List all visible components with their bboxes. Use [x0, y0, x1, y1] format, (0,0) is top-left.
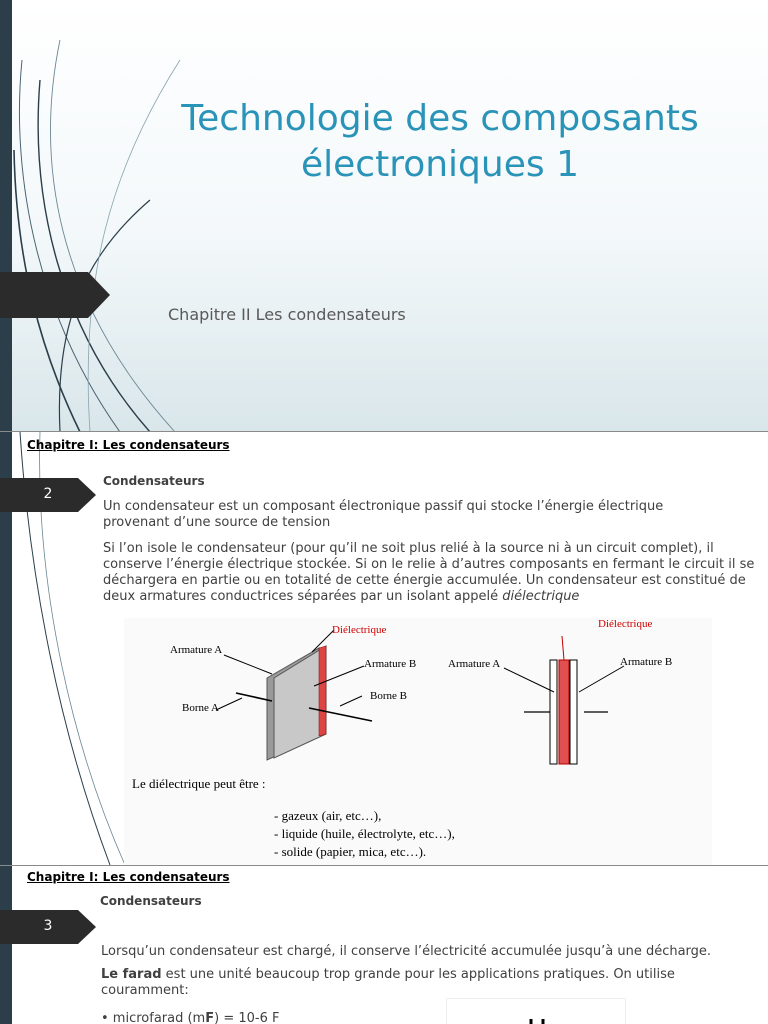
dielectric-type-gas: - gazeux (air, etc…),	[274, 808, 382, 823]
decorative-curves	[13, 39, 181, 432]
dielectric-type-solid: - solide (papier, mica, etc…).	[274, 844, 427, 859]
left-accent-bar	[0, 0, 12, 432]
dielectric-edge	[318, 645, 327, 737]
paragraph-definition: Un condensateur est un composant électro…	[103, 499, 664, 530]
section-title: Condensateurs	[103, 474, 205, 488]
capacitor-figure: Diélectrique Armature A Armature B Borne…	[124, 618, 712, 865]
label-dielectrique-right: Diélectrique	[598, 618, 653, 630]
title-arrow-tab	[0, 272, 110, 318]
slide-number: 3	[43, 918, 53, 934]
slide-number: 2	[43, 486, 53, 502]
paragraph-farad: Le farad est une unité beaucoup trop gra…	[101, 967, 675, 998]
slide-number-tab	[0, 910, 96, 944]
section-title: Condensateurs	[100, 894, 202, 908]
slide-2: Chapitre I: Les condensateurs 2 Condensa…	[0, 432, 768, 865]
paragraph-charge: Lorsqu’un condensateur est chargé, il co…	[101, 944, 712, 959]
left-accent-bar	[0, 432, 12, 865]
paragraph-isolation: Si l’on isole le condensateur (pour qu’i…	[103, 541, 755, 604]
slide-3: Chapitre I: Les condensateurs Condensate…	[0, 866, 768, 1024]
dielectric-term: diélectrique	[502, 589, 580, 604]
label-borne-b: Borne B	[370, 690, 407, 702]
farad-term: Le farad	[101, 967, 162, 982]
title-slide: Technologie des composants électroniques…	[0, 0, 768, 432]
subtitle: Chapitre II Les condensateurs	[168, 305, 406, 324]
bullet-microfarad: • microfarad (mF) = 10-6 F	[101, 1011, 280, 1024]
label-borne-a: Borne A	[182, 702, 219, 714]
label-armature-b-left: Armature B	[364, 658, 417, 670]
slide-number-tab	[0, 478, 96, 512]
dielectric-intro: Le diélectrique peut être :	[132, 776, 266, 791]
dielectric-layer	[558, 659, 570, 765]
label-armature-a-left: Armature A	[170, 644, 223, 656]
armature-b-plate	[273, 645, 327, 759]
dielectric-type-liquid: - liquide (huile, électrolyte, etc…),	[274, 826, 455, 841]
page-title: Technologie des composants électroniques…	[181, 98, 699, 185]
label-armature-b-right: Armature B	[620, 656, 673, 668]
capacitor-diagram	[215, 629, 625, 765]
slide-header: Chapitre I: Les condensateurs	[27, 438, 230, 452]
capacitor-symbol	[529, 1019, 545, 1024]
left-accent-bar	[0, 866, 12, 1024]
slide-header: Chapitre I: Les condensateurs	[27, 870, 230, 884]
label-armature-a-right: Armature A	[448, 658, 501, 670]
label-dielectrique-left: Diélectrique	[332, 624, 387, 636]
figure-box	[446, 998, 626, 1024]
